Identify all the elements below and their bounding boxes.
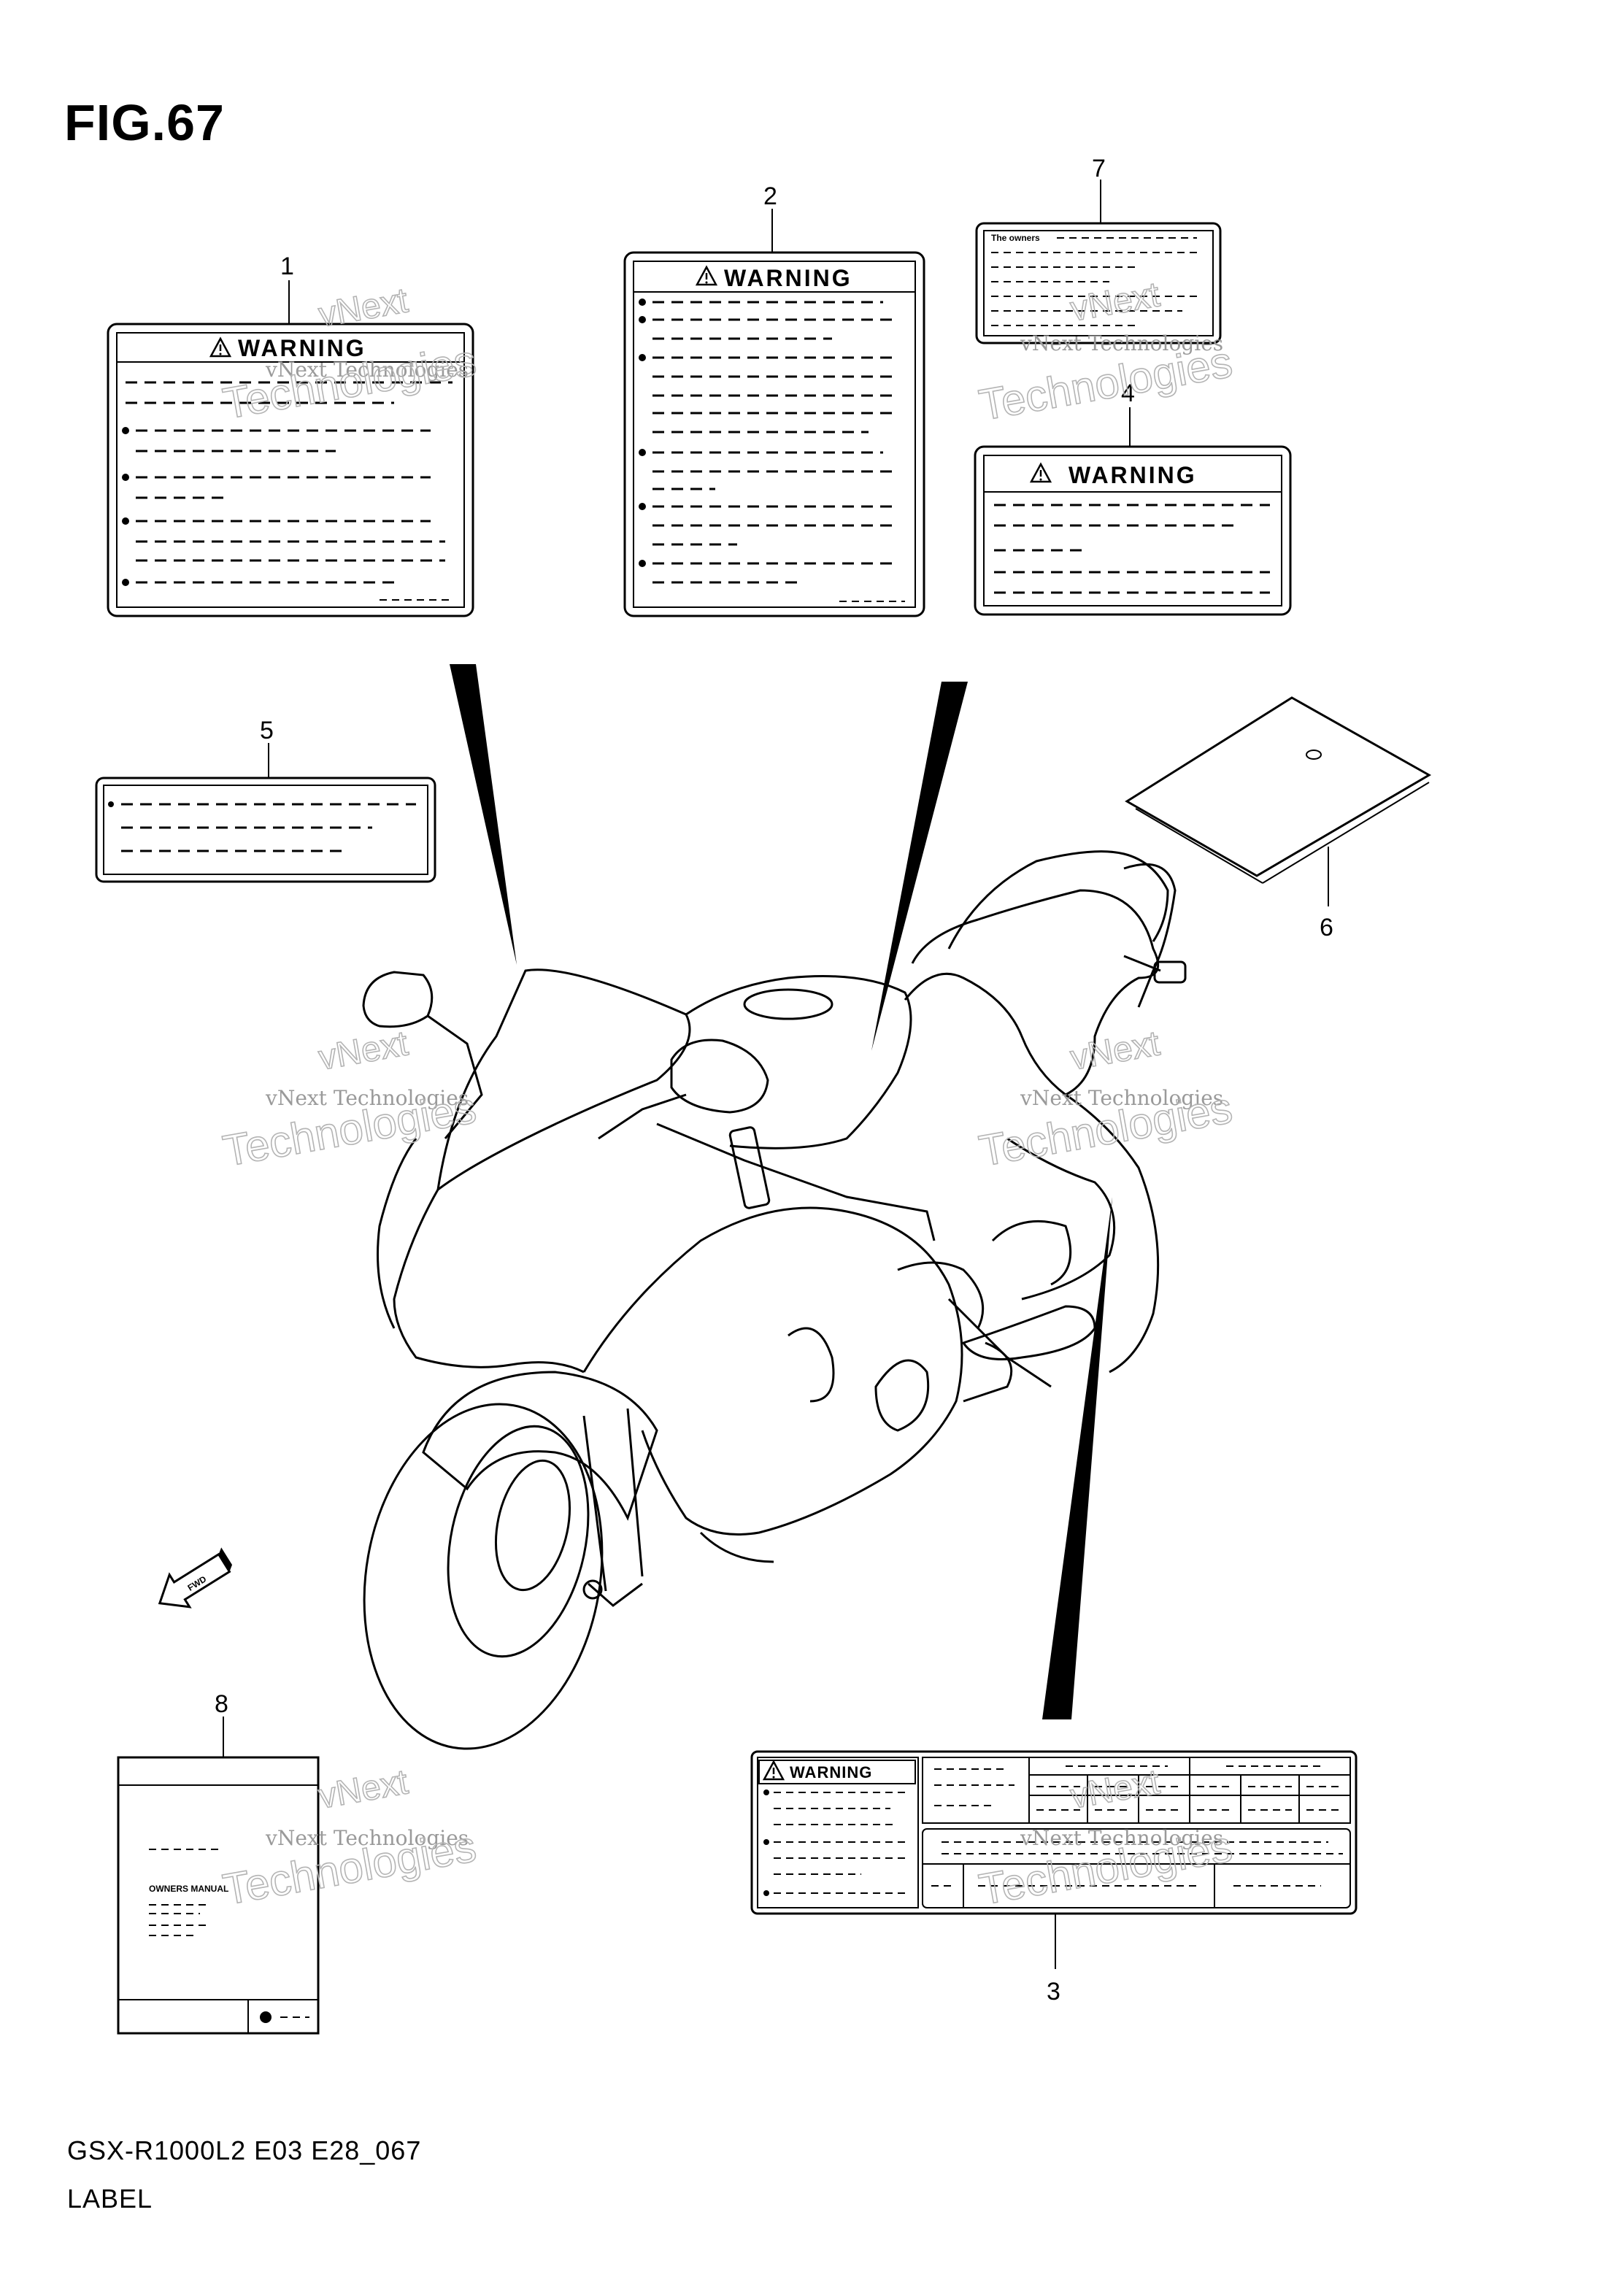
callout-leaders [223, 180, 1329, 1969]
callout-2: 2 [763, 182, 777, 210]
owners-heading: The owners [991, 233, 1040, 243]
warning-heading: WARNING [790, 1763, 872, 1781]
warning-triangle-icon [763, 1760, 785, 1781]
owners-label-7: The owners [975, 222, 1222, 344]
callout-1: 1 [280, 253, 294, 280]
model-code: GSX-R1000L2 E03 E28_067 [67, 2135, 422, 2165]
callout-3: 3 [1047, 1978, 1060, 2006]
warning-triangle-icon [1030, 463, 1052, 483]
warning-heading: WARNING [1069, 462, 1197, 488]
warning-heading: WARNING [238, 335, 366, 361]
manual-heading: OWNERS MANUAL [149, 1884, 228, 1894]
watermark-text: vNext [1068, 1024, 1163, 1078]
warning-label-4: WARNING [974, 445, 1292, 616]
watermark-text: vNext Technologies [265, 1086, 469, 1110]
figure-title: FIG.67 [64, 94, 225, 151]
warning-spec-label-3: WARNING [750, 1750, 1358, 1915]
brand-logo-icon [260, 2011, 272, 2023]
info-label-5 [95, 777, 436, 883]
callout-5: 5 [260, 717, 274, 744]
callout-8: 8 [215, 1690, 228, 1718]
warning-triangle-icon [209, 337, 231, 358]
warning-label-1: WARNING [107, 323, 474, 617]
watermark-text: vNext Technologies [1020, 1826, 1223, 1850]
watermark-text: vNext [316, 1024, 411, 1078]
forward-arrow-icon: FWD [158, 1547, 233, 1609]
warning-label-2: WARNING [623, 251, 925, 617]
callout-4: 4 [1121, 380, 1135, 407]
watermark-text: vNext [1068, 275, 1163, 329]
watermark-text: vNext Technologies [265, 1826, 469, 1850]
figure-name: LABEL [67, 2184, 153, 2214]
sheet-6 [1125, 696, 1432, 884]
pointer-lines [450, 664, 1112, 1719]
callout-6: 6 [1320, 914, 1333, 941]
warning-triangle-icon [696, 266, 717, 286]
motorcycle-illustration [362, 850, 1187, 1750]
watermark-text: vNext Technologies [1020, 331, 1223, 355]
watermark-text: vNext Technologies [265, 358, 469, 382]
watermark-text: vNext [316, 1763, 411, 1817]
callout-numbers: 1 2 3 4 5 6 7 8 [215, 155, 1333, 2006]
watermark-text: vNext [316, 281, 411, 335]
owners-manual-8: OWNERS MANUAL [117, 1756, 320, 2035]
callout-7: 7 [1092, 155, 1106, 182]
warning-heading: WARNING [724, 265, 852, 291]
watermark-text: vNext Technologies [1020, 1086, 1223, 1110]
watermark-text: vNext [1068, 1763, 1163, 1817]
